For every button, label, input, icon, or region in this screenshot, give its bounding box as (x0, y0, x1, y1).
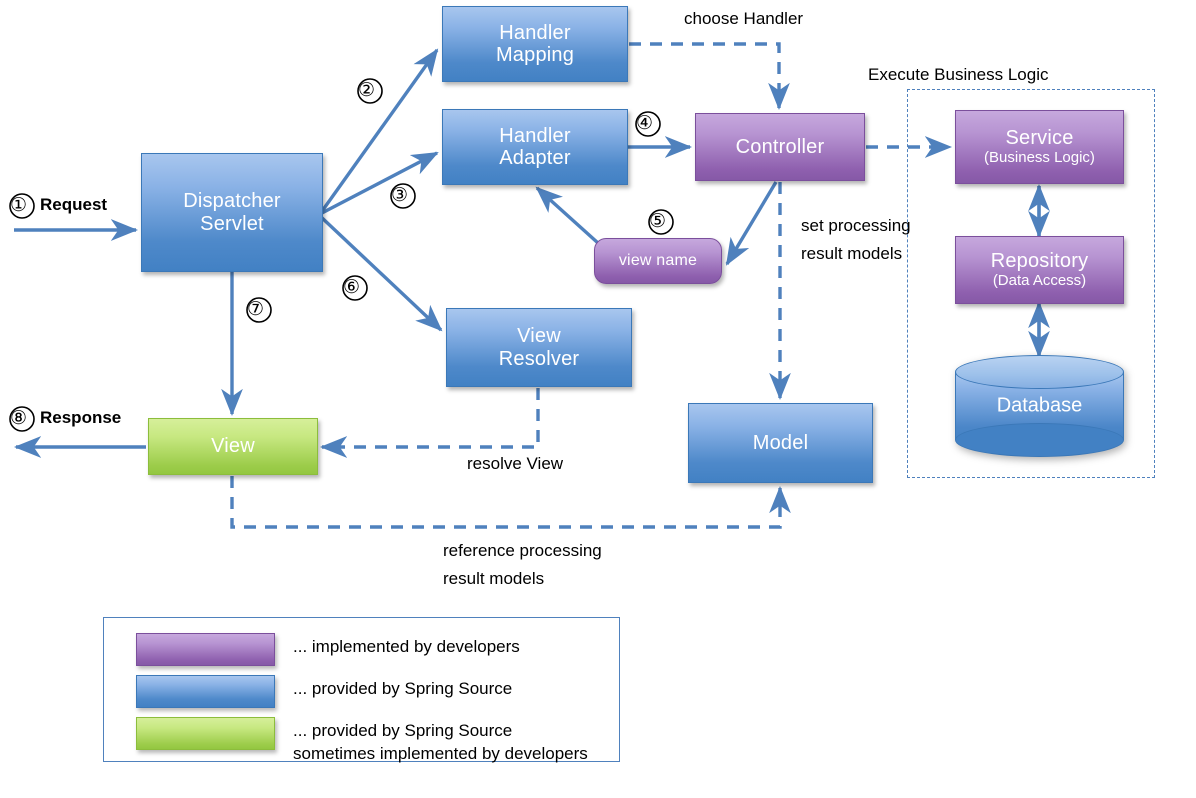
label-response: Response (40, 408, 122, 427)
dashed-resolve-view (319, 388, 540, 458)
legend-swatch-blue (136, 675, 275, 708)
node-dispatcher-servlet[interactable]: Dispatcher Servlet (141, 153, 323, 272)
label-reference-processing-l2: result models (443, 569, 545, 588)
dashed-choose-handler (629, 42, 790, 111)
arrow-step5 (725, 181, 778, 266)
service-line2: (Business Logic) (984, 148, 1095, 166)
controller-label: Controller (735, 135, 825, 158)
arrow-step3 (319, 151, 439, 216)
database-top-ellipse (955, 355, 1124, 389)
view-label: View (211, 435, 255, 458)
arrow-step2 (318, 48, 439, 215)
legend-row-provided-by-spring-source: ... provided by Spring Source (136, 675, 512, 708)
dashed-reference-result-models (230, 476, 791, 529)
dispatcher-servlet-line2: Servlet (200, 212, 264, 235)
database-bottom-ellipse (955, 423, 1124, 457)
service-line1: Service (1005, 127, 1074, 150)
handler-mapping-line1: Handler (499, 21, 571, 44)
step-number-1: ① (10, 195, 28, 216)
node-service[interactable]: Service (Business Logic) (955, 110, 1124, 184)
legend-swatch-purple (136, 633, 275, 666)
dispatcher-servlet-line1: Dispatcher (183, 190, 281, 213)
node-handler-adapter[interactable]: Handler Adapter (442, 109, 628, 185)
legend-label-blue: ... provided by Spring Source (293, 679, 513, 698)
label-reference-processing-l1: reference processing (443, 541, 602, 560)
legend-label-purple: ... implemented by developers (293, 637, 520, 656)
view-resolver-line2: Resolver (498, 347, 580, 370)
arrow-step6 (318, 214, 443, 332)
legend-row-provided-sometimes-implemented: ... provided by Spring Source sometimes … (136, 717, 588, 766)
database-label: Database (996, 394, 1083, 417)
label-set-processing-l2: result models (801, 244, 903, 263)
repository-line2: (Data Access) (992, 271, 1087, 289)
handler-adapter-line2: Adapter (499, 147, 571, 169)
label-choose-handler: choose Handler (684, 9, 804, 28)
repository-line1: Repository (990, 250, 1089, 273)
node-view[interactable]: View (148, 418, 318, 475)
view-name-label: view name (618, 252, 698, 270)
model-label: Model (752, 431, 809, 454)
step-number-7: ⑦ (247, 299, 265, 320)
legend-label-green: ... provided by Spring Source sometimes … (293, 721, 588, 763)
legend-box: ... implemented by developers ... provid… (103, 617, 620, 763)
legend-swatch-green (136, 717, 275, 750)
step-number-4: ④ (636, 113, 654, 134)
step-number-6: ⑥ (343, 277, 361, 298)
legend-row-implemented-by-developers: ... implemented by developers (136, 633, 520, 666)
handler-adapter-line1: Handler (499, 124, 571, 147)
node-view-resolver[interactable]: View Resolver (446, 308, 632, 387)
label-request: Request (40, 195, 108, 214)
node-view-name[interactable]: view name (594, 238, 722, 284)
node-handler-mapping[interactable]: Handler Mapping (442, 6, 628, 82)
arrow-viewname-to-adapter (535, 186, 600, 245)
label-resolve-view: resolve View (467, 454, 564, 473)
step-number-8: ⑧ (10, 408, 28, 429)
node-model[interactable]: Model (688, 403, 873, 483)
step-number-2: ② (358, 80, 376, 101)
view-resolver-line1: View (517, 325, 561, 348)
execute-business-logic-group (907, 89, 1155, 478)
node-controller[interactable]: Controller (695, 113, 865, 181)
step-number-3: ③ (391, 185, 409, 206)
step-number-5: ⑤ (649, 211, 667, 232)
node-repository[interactable]: Repository (Data Access) (955, 236, 1124, 304)
label-execute-business-logic: Execute Business Logic (868, 65, 1049, 84)
label-set-processing-l1: set processing (801, 216, 911, 235)
node-database[interactable]: Database (955, 355, 1124, 457)
handler-mapping-line2: Mapping (495, 44, 575, 66)
